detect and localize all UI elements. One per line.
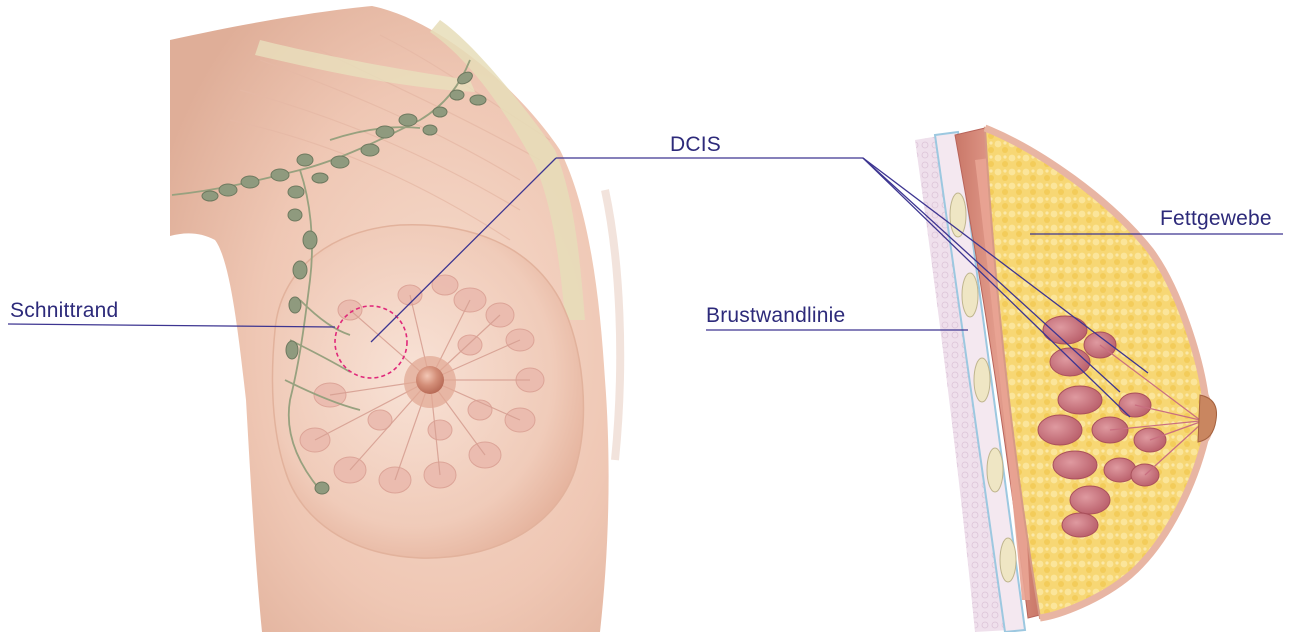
dcis-label: DCIS: [670, 134, 721, 155]
breast-front-view-illustration: [170, 6, 620, 632]
brustwandlinie-label: Brustwandlinie: [706, 305, 845, 326]
nipple-section: [1198, 395, 1217, 442]
fettgewebe-label: Fettgewebe: [1160, 208, 1272, 229]
nipple: [416, 366, 444, 394]
breast-cross-section-illustration: [915, 128, 1217, 632]
schnittrand-label: Schnittrand: [10, 300, 118, 321]
